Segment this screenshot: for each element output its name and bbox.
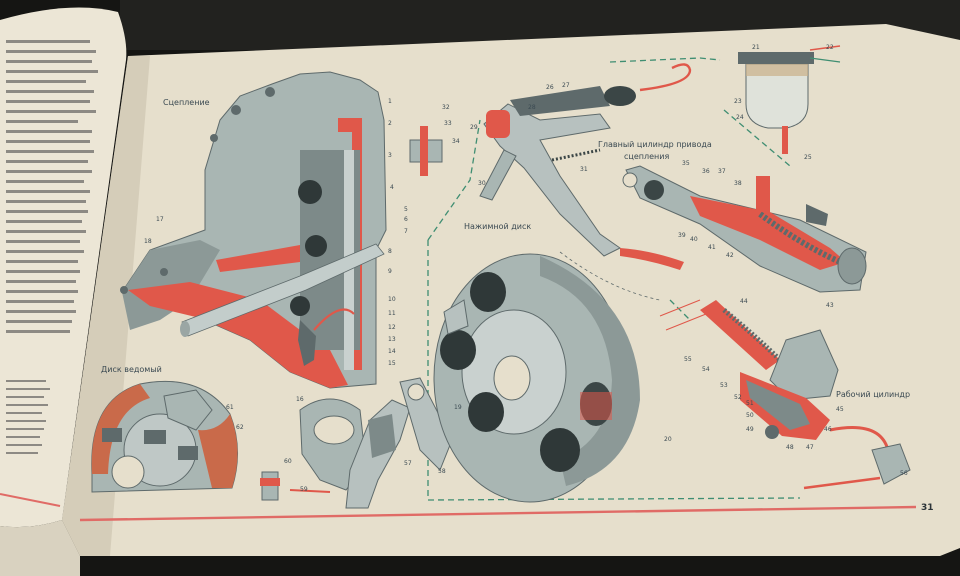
callout: 14	[388, 348, 396, 355]
callout: 50	[746, 412, 754, 419]
page-rule	[79, 505, 917, 522]
callout: 38	[734, 180, 742, 187]
callout: 26	[546, 84, 554, 91]
callout: 33	[444, 120, 452, 127]
caption-driven-disc: Диск ведомый	[101, 365, 162, 374]
callout: 44	[740, 298, 748, 305]
callout: 43	[826, 302, 834, 309]
callout: 40	[690, 236, 698, 243]
callout: 37	[718, 168, 726, 175]
left-page-text	[6, 40, 98, 454]
callout: 18	[144, 238, 152, 245]
fluid-reservoir-illustration	[738, 45, 841, 154]
callout: 1	[388, 98, 392, 105]
callout: 39	[678, 232, 686, 239]
callout: 54	[702, 366, 710, 373]
callout: 36	[702, 168, 710, 175]
callout: 52	[734, 394, 742, 401]
callout: 11	[388, 310, 396, 317]
callout: 8	[388, 248, 392, 255]
callout: 41	[708, 244, 716, 251]
caption-slave-cylinder: Рабочий цилиндр	[836, 390, 911, 399]
callout: 12	[388, 324, 396, 331]
pressure-plate-illustration	[433, 253, 640, 503]
callout: 22	[826, 44, 834, 51]
callout: 4	[390, 184, 394, 191]
callout: 15	[388, 360, 396, 367]
callout: 3	[388, 152, 392, 159]
guide-lines	[427, 57, 801, 501]
callout: 9	[388, 268, 392, 275]
master-cylinder-illustration	[622, 165, 867, 293]
callout: 42	[726, 252, 734, 259]
callout: 25	[804, 154, 812, 161]
callout: 59	[300, 486, 308, 493]
callout: 24	[736, 114, 744, 121]
callout: 57	[404, 460, 412, 467]
slave-cylinder-illustration	[659, 299, 911, 490]
caption-clutch: Сцепление	[163, 98, 210, 107]
callout: 6	[404, 216, 408, 223]
release-bearing-illustration	[260, 377, 453, 509]
callout: 10	[388, 296, 396, 303]
callout: 29	[470, 124, 478, 131]
callout: 47	[806, 444, 814, 451]
callout: 55	[684, 356, 692, 363]
callout: 13	[388, 336, 396, 343]
callout: 5	[404, 206, 408, 213]
callout: 34	[452, 138, 460, 145]
callout: 20	[664, 436, 672, 443]
clutch-assembly-illustration	[120, 71, 387, 389]
callout: 51	[746, 400, 754, 407]
callout: 61	[226, 404, 234, 411]
callout: 49	[746, 426, 754, 433]
caption-pressure-disc: Нажимной диск	[464, 222, 532, 231]
callout: 19	[454, 404, 462, 411]
callout: 21	[752, 44, 760, 51]
callout: 27	[562, 82, 570, 89]
callout: 31	[580, 166, 588, 173]
callout: 60	[284, 458, 292, 465]
callout: 35	[682, 160, 690, 167]
callout: 28	[528, 104, 536, 111]
callout: 56	[900, 470, 908, 477]
callout: 17	[156, 216, 164, 223]
driven-disc-illustration	[91, 380, 239, 493]
callout: 7	[404, 228, 408, 235]
callout: 16	[296, 396, 304, 403]
callout: 30	[478, 180, 486, 187]
page-number: 31	[921, 503, 934, 513]
caption-master-cylinder-1: Главный цилиндр привода	[598, 140, 712, 149]
callout: 46	[824, 426, 832, 433]
caption-master-cylinder-2: сцепления	[624, 152, 670, 161]
callout: 62	[236, 424, 244, 431]
callout: 23	[734, 98, 742, 105]
callout: 53	[720, 382, 728, 389]
callout: 48	[786, 444, 794, 451]
callout: 45	[836, 406, 844, 413]
callout: 2	[388, 120, 392, 127]
callout: 32	[442, 104, 450, 111]
callout: 58	[438, 468, 446, 475]
clutch-pedal-illustration	[409, 63, 692, 301]
